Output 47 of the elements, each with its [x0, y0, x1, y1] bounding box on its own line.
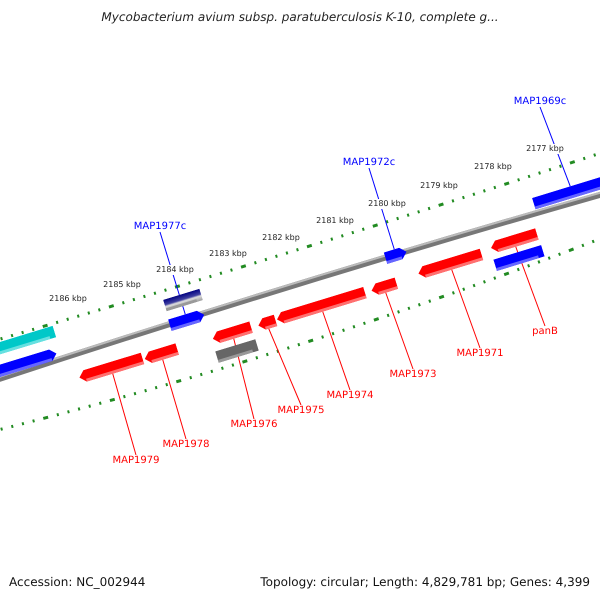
gene-label: MAP1973	[390, 368, 436, 381]
leader-line	[515, 246, 546, 326]
gene-feature	[275, 286, 367, 326]
scale-label: 2186 kbp	[49, 294, 87, 304]
scale-label: 2183 kbp	[209, 249, 247, 259]
gene-label: MAP1972c	[342, 156, 396, 169]
scale-label: 2185 kbp	[103, 280, 141, 290]
scale-label: 2181 kbp	[316, 216, 354, 226]
gene-label: MAP1975	[278, 404, 324, 417]
accession-text: Accession: NC_002944	[9, 575, 146, 589]
leader-line	[112, 373, 136, 456]
leader-line	[368, 168, 395, 250]
scale-label: 2179 kbp	[420, 181, 458, 191]
gene-label: MAP1969c	[514, 95, 566, 108]
scale-label: 2177 kbp	[526, 144, 564, 154]
gene-block	[532, 174, 600, 210]
gene-feature	[489, 228, 539, 254]
gene-feature	[168, 309, 206, 331]
leader-line	[162, 359, 186, 440]
scale-label: 2180 kbp	[368, 199, 406, 209]
gene-block	[493, 244, 545, 272]
gene-feature	[143, 343, 179, 365]
leader-line	[540, 106, 571, 187]
leader-line	[451, 269, 480, 348]
leader-line	[322, 311, 350, 390]
gene-block	[215, 339, 259, 363]
gene-feature	[256, 314, 278, 332]
gene-block	[163, 288, 203, 312]
gene-feature	[78, 352, 144, 384]
scale-label: 2178 kbp	[474, 162, 512, 172]
scale-label: 2184 kbp	[156, 265, 194, 275]
gene-label: MAP1977c	[134, 220, 186, 233]
gene-feature	[416, 248, 484, 280]
gene-label: MAP1971	[456, 347, 504, 360]
gene-feature	[370, 277, 398, 297]
gene-label: MAP1974	[326, 389, 374, 402]
gene-label: MAP1978	[162, 438, 210, 451]
leader-line	[268, 328, 302, 406]
leader-line	[385, 292, 414, 370]
gene-label: panB	[532, 325, 558, 338]
map-title: Mycobacterium avium subsp. paratuberculosis K-10, complete g...	[101, 10, 499, 24]
genome-summary: Topology: circular; Length: 4,829,781 bp; Genes: 4,399	[260, 575, 590, 589]
scale-label: 2182 kbp	[262, 233, 300, 243]
gene-feature	[384, 246, 408, 264]
gene-label: MAP1979	[112, 454, 160, 467]
gene-feature	[211, 321, 253, 345]
gene-label: MAP1976	[230, 418, 278, 431]
